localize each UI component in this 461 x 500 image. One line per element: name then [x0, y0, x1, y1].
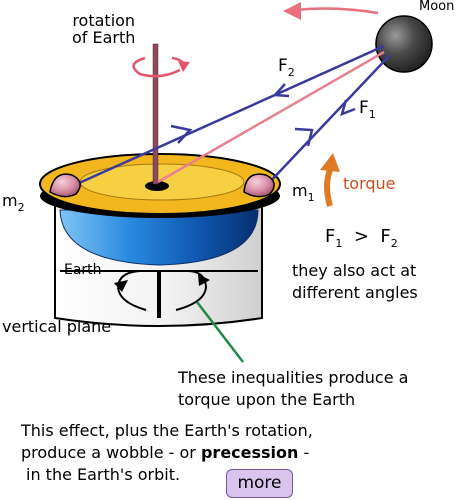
moon — [375, 15, 433, 73]
effect-line2-pre: produce a wobble - or — [21, 443, 201, 462]
m1-label: m1 — [292, 181, 315, 204]
rotation-label-line1: rotation — [72, 11, 136, 30]
caption-line2: torque upon the Earth — [178, 390, 356, 409]
axis-lower — [157, 270, 161, 318]
curved-rotation-arrow-icon — [132, 56, 190, 78]
m1-sub: 1 — [307, 191, 315, 204]
effect-line2-post: - — [298, 443, 310, 462]
f1-label: F1 — [359, 98, 376, 121]
rotation-label-line2: of Earth — [72, 27, 136, 47]
m1-base: m — [292, 181, 308, 200]
effect-line1: This effect, plus the Earth's rotation, — [21, 421, 313, 440]
f2-sub: 2 — [287, 66, 295, 79]
inequality-left-base: F — [325, 226, 336, 247]
m2-sub: 2 — [17, 201, 25, 214]
mass-m1 — [243, 173, 275, 198]
more-button[interactable]: more — [226, 469, 293, 498]
effect-line2: produce a wobble - or precession - — [21, 442, 313, 464]
f2-label: F2 — [278, 56, 295, 79]
caption-line1: These inequalities produce a — [178, 368, 409, 387]
f1-sub: 1 — [368, 108, 376, 121]
inequality-right-sub: 2 — [390, 237, 398, 250]
center-line — [157, 50, 385, 184]
inequality-caption: These inequalities produce a torque upon… — [178, 367, 408, 411]
effect-line3: in the Earth's orbit. — [26, 465, 181, 484]
force-f2-line — [67, 44, 385, 190]
m2-label: m2 — [2, 191, 25, 214]
vertical-rotation-arrow-icon — [114, 269, 210, 311]
f2-base: F — [278, 56, 288, 76]
angles-line2: different angles — [292, 283, 418, 302]
f1-base: F — [359, 98, 369, 118]
inequality-right-base: F — [380, 226, 391, 247]
effect-paragraph: This effect, plus the Earth's rotation, … — [21, 420, 313, 486]
moon-label: Moon — [419, 0, 455, 14]
inequality-left-sub: 1 — [335, 237, 343, 250]
precession-term: precession — [200, 443, 299, 462]
equatorial-disk — [39, 153, 281, 218]
force-inequality: F1 > F2 — [325, 226, 398, 250]
force-f1-line — [265, 54, 391, 187]
rotation-axis — [152, 43, 159, 185]
pointer-line — [196, 301, 244, 363]
torque-arrow-icon — [320, 153, 340, 207]
angles-note: they also act at different angles — [292, 260, 418, 304]
earth-block — [54, 204, 263, 327]
axis-hole — [145, 181, 169, 191]
rotation-of-earth-label: rotation of Earth — [72, 11, 136, 47]
vertical-plane-label: vertical plane — [2, 317, 112, 336]
earth-label: Earth — [64, 262, 102, 278]
angles-line1: they also act at — [292, 261, 417, 280]
torque-label: torque — [343, 174, 396, 193]
moon-orbit-arrow-icon — [283, 2, 379, 20]
m2-base: m — [2, 191, 18, 210]
mass-m2 — [49, 173, 81, 198]
inequality-symbol: > — [353, 226, 369, 247]
earth-hemisphere — [59, 209, 259, 266]
